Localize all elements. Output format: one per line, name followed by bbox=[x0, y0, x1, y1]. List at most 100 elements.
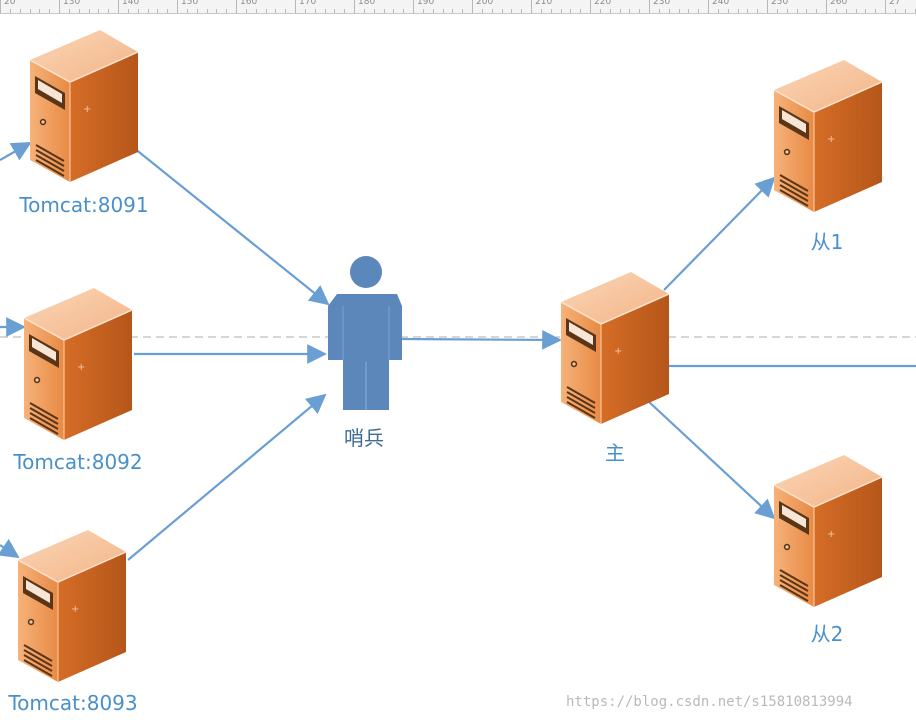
ruler-tick bbox=[354, 0, 355, 13]
ruler-minor-tick bbox=[403, 9, 405, 13]
label-master: 主 bbox=[605, 441, 625, 465]
ruler-minor-tick bbox=[196, 9, 198, 13]
ruler-minor-tick bbox=[619, 9, 621, 13]
ruler-minor-tick bbox=[462, 9, 464, 13]
ruler-minor-tick bbox=[737, 9, 739, 13]
ruler-minor-tick bbox=[275, 9, 277, 13]
edge-tomcat3-sentinel bbox=[127, 393, 327, 561]
ruler-minor-tick bbox=[904, 9, 906, 13]
ruler-label: 130 bbox=[63, 0, 81, 7]
ruler-minor-tick bbox=[108, 9, 110, 13]
ruler-tick bbox=[472, 0, 473, 13]
ruler-minor-tick bbox=[501, 9, 503, 13]
person-icon bbox=[328, 256, 402, 410]
ruler-label: 140 bbox=[122, 0, 140, 7]
ruler-minor-tick bbox=[226, 9, 228, 13]
server-master bbox=[560, 271, 670, 425]
label-tomcat-8093: Tomcat:8093 bbox=[8, 691, 138, 715]
ruler-minor-tick bbox=[678, 9, 680, 13]
ruler-minor-tick bbox=[393, 9, 395, 13]
ruler-label: 260 bbox=[830, 0, 848, 7]
ruler-minor-tick bbox=[914, 9, 916, 13]
ruler-minor-tick bbox=[717, 9, 719, 13]
ruler-minor-tick bbox=[363, 9, 365, 13]
label-tomcat-8092: Tomcat:8092 bbox=[13, 450, 143, 474]
ruler-tick bbox=[531, 0, 532, 13]
server-icon bbox=[23, 287, 133, 441]
connectors bbox=[0, 142, 916, 561]
ruler-tick bbox=[236, 0, 237, 13]
ruler-label: 27 bbox=[889, 0, 901, 7]
label-slave1: 从1 bbox=[810, 230, 844, 254]
ruler-minor-tick bbox=[39, 9, 41, 13]
ruler-label: 210 bbox=[535, 0, 553, 7]
ruler-minor-tick bbox=[206, 9, 208, 13]
ruler-tick bbox=[767, 0, 768, 13]
ruler-minor-tick bbox=[668, 9, 670, 13]
ruler-minor-tick bbox=[285, 9, 287, 13]
ruler-minor-tick bbox=[452, 9, 454, 13]
ruler-minor-tick bbox=[265, 9, 267, 13]
label-tomcat-8091: Tomcat:8091 bbox=[19, 193, 149, 217]
ruler-tick bbox=[413, 0, 414, 13]
ruler-minor-tick bbox=[167, 9, 169, 13]
ruler-minor-tick bbox=[540, 9, 542, 13]
ruler-minor-tick bbox=[570, 9, 572, 13]
watermark: https://blog.csdn.net/s15810813994 bbox=[566, 694, 853, 710]
ruler-minor-tick bbox=[137, 9, 139, 13]
edge-master-slave2 bbox=[647, 400, 776, 520]
ruler-minor-tick bbox=[658, 9, 660, 13]
ruler-minor-tick bbox=[580, 9, 582, 13]
ruler-minor-tick bbox=[314, 9, 316, 13]
ruler-tick bbox=[118, 0, 119, 13]
ruler-minor-tick bbox=[560, 9, 562, 13]
label-sentinel: 哨兵 bbox=[344, 426, 384, 450]
ruler-minor-tick bbox=[786, 9, 788, 13]
server-slave1 bbox=[773, 59, 883, 213]
ruler-tick bbox=[826, 0, 827, 13]
ruler-minor-tick bbox=[98, 9, 100, 13]
ruler-label: 230 bbox=[653, 0, 671, 7]
ruler-minor-tick bbox=[127, 9, 129, 13]
server-tomcat3 bbox=[17, 529, 127, 683]
ruler-minor-tick bbox=[78, 9, 80, 13]
ruler-minor-tick bbox=[186, 9, 188, 13]
ruler-minor-tick bbox=[806, 9, 808, 13]
ruler-minor-tick bbox=[698, 9, 700, 13]
ruler-minor-tick bbox=[68, 9, 70, 13]
ruler-minor-tick bbox=[747, 9, 749, 13]
ruler-minor-tick bbox=[894, 9, 896, 13]
ruler-minor-tick bbox=[491, 9, 493, 13]
ruler-minor-tick bbox=[245, 9, 247, 13]
server-icon bbox=[773, 454, 883, 608]
edge-master-slave1 bbox=[663, 176, 776, 291]
server-tomcat2 bbox=[23, 287, 133, 441]
ruler-minor-tick bbox=[422, 9, 424, 13]
label-slave2: 从2 bbox=[810, 622, 844, 646]
ruler-minor-tick bbox=[481, 9, 483, 13]
ruler-minor-tick bbox=[609, 9, 611, 13]
ruler-label: 20 bbox=[4, 0, 16, 7]
ruler-minor-tick bbox=[304, 9, 306, 13]
ruler-minor-tick bbox=[9, 9, 11, 13]
ruler-minor-tick bbox=[875, 9, 877, 13]
ruler-tick bbox=[649, 0, 650, 13]
ruler-label: 250 bbox=[771, 0, 789, 7]
ruler-minor-tick bbox=[147, 9, 149, 13]
ruler-label: 150 bbox=[181, 0, 199, 7]
server-icon bbox=[560, 271, 670, 425]
ruler-tick bbox=[177, 0, 178, 13]
ruler-minor-tick bbox=[255, 9, 257, 13]
ruler-minor-tick bbox=[383, 9, 385, 13]
ruler-minor-tick bbox=[344, 9, 346, 13]
ruler-minor-tick bbox=[639, 9, 641, 13]
ruler-minor-tick bbox=[373, 9, 375, 13]
incoming-arrow-tomcat3 bbox=[0, 538, 20, 559]
ruler-tick bbox=[59, 0, 60, 13]
ruler-tick bbox=[885, 0, 886, 13]
ruler-minor-tick bbox=[157, 9, 159, 13]
server-icon bbox=[773, 59, 883, 213]
ruler-minor-tick bbox=[776, 9, 778, 13]
